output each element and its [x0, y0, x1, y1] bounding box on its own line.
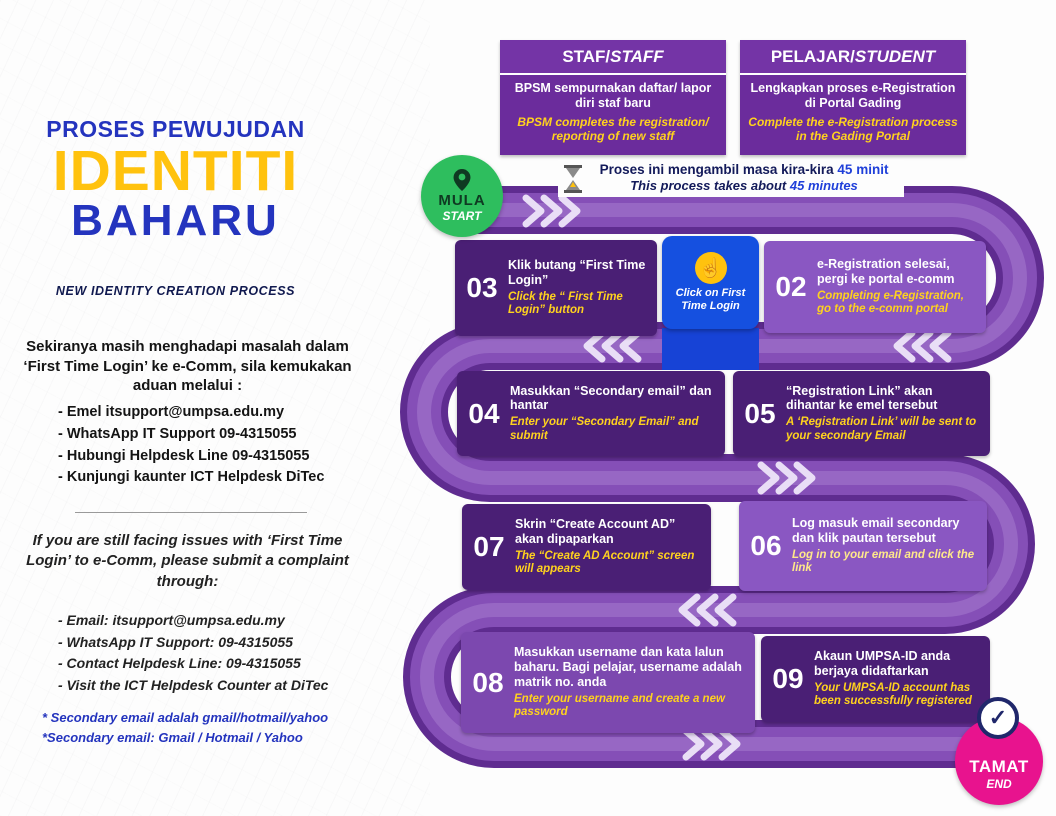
start-label: MULA	[438, 192, 486, 209]
contact-list-en: - Email: itsupport@umpsa.edu.my - WhatsA…	[58, 610, 328, 697]
title-line1: PROSES PEWUJUDAN	[46, 116, 305, 142]
staff-title-ms: STAF/	[562, 47, 611, 66]
step-05: 05 “Registration Link” akan dihantar ke …	[733, 371, 990, 456]
step-02-number: 02	[775, 271, 807, 302]
complaint-intro-en: If you are still facing issues with ‘Fir…	[26, 532, 349, 590]
duration-line2-text: This process takes about	[630, 178, 790, 193]
student-title-ms: PELAJAR/	[770, 47, 855, 66]
step-05-number: 05	[744, 397, 776, 429]
chevron-right-row5	[682, 727, 741, 761]
step-08: 08 Masukkan username dan kata lalun baha…	[461, 632, 755, 733]
duration-line1-highlight: 45 minit	[837, 162, 889, 177]
title-line3: BAHARU	[71, 196, 280, 245]
step-07: 07 Skrin “Create Account AD” akan dipapa…	[462, 504, 711, 590]
step-06-title: Log masuk email secondary dan klik pauta…	[792, 516, 960, 545]
staff-body-en: BPSM completes the registration/ reporti…	[517, 115, 709, 144]
duration-line2-highlight: 45 minutes	[789, 178, 858, 193]
staff-header-box: STAF/STAFF BPSM sempurnakan daftar/ lapo…	[500, 40, 726, 155]
chevron-left-row2-b	[893, 329, 952, 363]
step-09-number: 09	[772, 663, 804, 694]
staff-title-en: STAFF	[610, 47, 664, 66]
click-callout-label: Click on First Time Login	[675, 286, 746, 312]
footnote-ms: * Secondary email adalah gmail/hotmail/y…	[42, 710, 329, 725]
flow-band	[400, 186, 1044, 768]
step-04: 04 Masukkan “Secondary email” dan hantar…	[457, 371, 725, 456]
student-body-en: Complete the e-Registration process in t…	[748, 115, 958, 144]
step-09-subtitle: Your UMPSA-ID account has been successfu…	[814, 681, 972, 708]
contact-ms-email: - Emel itsupport@umpsa.edu.my	[58, 404, 285, 420]
hand-click-icon: ☝	[694, 251, 727, 284]
step-08-title: Masukkan username dan kata lalun baharu.…	[514, 645, 742, 689]
left-panel: PROSES PEWUJUDAN IDENTITI BAHARU NEW IDE…	[0, 0, 420, 816]
step-06-subtitle: Log in to your email and click the link	[792, 548, 975, 575]
step-02-title: e-Registration selesai, pergi ke portal …	[817, 257, 955, 286]
step-03-title: Klik butang “First Time Login”	[508, 258, 646, 287]
step-09-title: Akaun UMPSA-ID anda berjaya didaftarkan	[814, 649, 951, 678]
student-body-ms: Lengkapkan proses e-Registration di Port…	[750, 81, 956, 110]
staff-body-ms: BPSM sempurnakan daftar/ lapor diri staf…	[514, 81, 712, 110]
contact-list-ms: - Emel itsupport@umpsa.edu.my - WhatsApp…	[58, 402, 324, 489]
contact-en-whatsapp: - WhatsApp IT Support: 09-4315055	[58, 633, 293, 650]
location-pin-icon	[453, 169, 471, 191]
student-header-box: PELAJAR/STUDENT Lengkapkan proses e-Regi…	[740, 40, 966, 155]
step-04-subtitle: Enter your “Secondary Email” and submit	[510, 416, 699, 442]
chevron-right-row3	[757, 461, 816, 495]
student-header-body: Lengkapkan proses e-Registration di Port…	[740, 75, 966, 148]
contact-en-email: - Email: itsupport@umpsa.edu.my	[58, 612, 285, 628]
footnote-en: *Secondary email: Gmail / Hotmail / Yaho…	[42, 730, 303, 746]
student-title-en: STUDENT	[854, 47, 936, 66]
step-09: 09 Akaun UMPSA-ID anda berjaya didaftark…	[761, 636, 990, 722]
step-07-subtitle: The “Create AD Account” screen will appe…	[515, 549, 695, 576]
page-title: PROSES PEWUJUDAN IDENTITI BAHARU	[28, 116, 323, 242]
step-02-subtitle: Completing e-Registration, go to the e-c…	[817, 289, 964, 316]
hourglass-icon	[564, 165, 582, 193]
step-05-subtitle: A ‘Registration Link’ will be sent to yo…	[786, 416, 977, 442]
check-icon: ✓	[977, 697, 1019, 739]
chevron-right-row1	[522, 194, 581, 228]
step-08-subtitle: Enter your username and create a new pas…	[514, 692, 725, 719]
divider-line	[75, 512, 307, 513]
step-07-title: Skrin “Create Account AD” akan dipaparka…	[515, 517, 676, 546]
chevron-left-row4	[678, 593, 737, 627]
contact-ms-counter: - Kunjungi kaunter ICT Helpdesk DiTec	[58, 469, 325, 486]
title-line2: IDENTITI	[52, 139, 299, 203]
step-04-title: Masukkan “Secondary email” dan hantar	[510, 383, 712, 413]
blue-band-segment	[662, 328, 759, 370]
step-02: 02 e-Registration selesai, pergi ke port…	[764, 241, 986, 333]
contact-ms-whatsapp: - WhatsApp IT Support 09-4315055	[58, 425, 297, 442]
duration-line2: This process takes about 45 minutes	[588, 178, 900, 193]
step-03: 03 Klik butang “First Time Login” Click …	[455, 240, 657, 336]
chevron-left-row2-a	[583, 329, 642, 363]
step-07-number: 07	[473, 531, 505, 562]
start-badge: MULA START	[421, 155, 503, 237]
step-08-number: 08	[472, 666, 504, 698]
page-subtitle: NEW IDENTITY CREATION PROCESS	[55, 284, 296, 298]
step-03-number: 03	[466, 272, 498, 303]
duration-note: Proses ini mengambil masa kira-kira 45 m…	[558, 160, 904, 197]
end-sublabel: END	[986, 777, 1012, 791]
student-header-title: PELAJAR/STUDENT	[740, 40, 966, 75]
end-label: TAMAT	[969, 757, 1029, 776]
step-06: 06 Log masuk email secondary dan klik pa…	[739, 501, 987, 591]
step-03-subtitle: Click the “ First Time Login” button	[508, 290, 623, 317]
step-04-number: 04	[468, 397, 500, 429]
start-sublabel: START	[442, 209, 482, 223]
step-05-title: “Registration Link” akan dihantar ke eme…	[786, 383, 938, 413]
duration-line1: Proses ini mengambil masa kira-kira 45 m…	[588, 162, 900, 177]
secondary-email-footnotes: * Secondary email adalah gmail/hotmail/y…	[42, 708, 328, 748]
step-06-number: 06	[750, 530, 782, 561]
staff-header-title: STAF/STAFF	[500, 40, 726, 75]
first-time-login-callout: ☝ Click on First Time Login	[662, 236, 759, 329]
contact-en-counter: - Visit the ICT Helpdesk Counter at DiTe…	[58, 677, 329, 694]
staff-header-body: BPSM sempurnakan daftar/ lapor diri staf…	[500, 75, 726, 148]
circuit-background-texture	[0, 0, 430, 816]
duration-line1-text: Proses ini mengambil masa kira-kira	[599, 162, 838, 177]
contact-en-helpdesk: - Contact Helpdesk Line: 09-4315055	[58, 655, 301, 672]
complaint-intro-ms: Sekiranya masih menghadapi masalah dalam…	[23, 338, 352, 394]
contact-ms-helpdesk: - Hubungi Helpdesk Line 09-4315055	[58, 447, 310, 464]
